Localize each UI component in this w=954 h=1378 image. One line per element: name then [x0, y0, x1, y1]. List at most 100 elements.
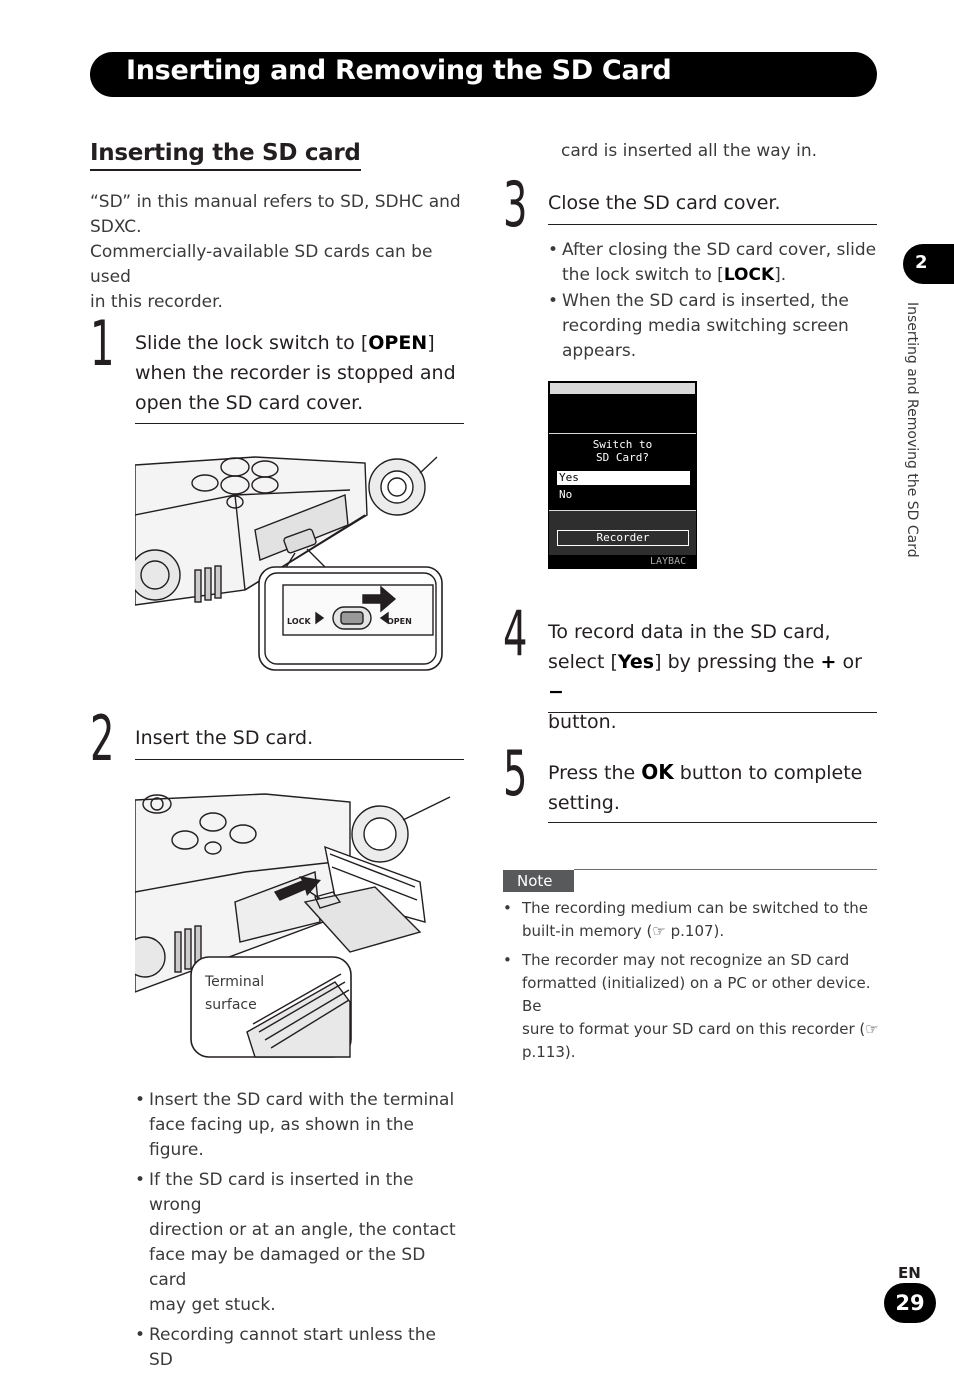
note-rule — [574, 869, 877, 870]
intro-line: Commercially-available SD cards can be u… — [90, 242, 433, 287]
plus-button-label: + — [820, 651, 837, 673]
bullet: • — [548, 240, 559, 260]
note-line: built-in memory (☞ p.107). — [522, 922, 725, 940]
lcd-option-yes[interactable]: Yes — [557, 471, 690, 485]
lock-key-label: LOCK — [723, 265, 775, 285]
step-number-5: 5 — [503, 737, 528, 810]
ok-button-label: OK — [641, 760, 674, 784]
continued-text: card is inserted all the way in. — [561, 141, 818, 161]
step-3-text: Close the SD card cover. — [548, 192, 781, 214]
lcd-recorder-item: Recorder — [557, 530, 689, 546]
bullet-line: After closing the SD card cover, slide — [562, 240, 877, 260]
lock-label: LOCK — [287, 617, 311, 626]
step-4-or: or — [836, 651, 862, 673]
language-code: EN — [898, 1264, 921, 1282]
note-line: p.113). — [522, 1043, 576, 1061]
chapter-number: 2 — [915, 252, 928, 273]
step-4-rule — [548, 712, 877, 713]
step-3-bullets: • After closing the SD card cover, slide… — [548, 238, 878, 369]
chapter-side-title: Inserting and Removing the SD Card — [903, 302, 929, 572]
bullet-line: appears. — [562, 341, 637, 361]
side-title-text: Inserting and Removing the SD Card — [904, 302, 920, 558]
bullet-line: Insert the SD card with the terminal — [149, 1090, 455, 1110]
note-list: • The recording medium can be switched t… — [503, 897, 879, 1070]
step-5-pre: Press the — [548, 762, 642, 784]
lcd-question: Switch to SD Card? — [549, 438, 696, 464]
list-item: • After closing the SD card cover, slide… — [548, 238, 878, 288]
figure-open-cover: LOCK OPEN — [129, 455, 445, 675]
step-5-post: button to complete — [673, 762, 863, 784]
figure-insert-card: Terminal surface — [124, 792, 455, 1062]
bullet: • — [548, 291, 559, 311]
step-4-pre: select [ — [548, 651, 618, 673]
page-title: Inserting and Removing the SD Card — [126, 55, 672, 86]
note-line: formatted (initialized) on a PC or other… — [522, 974, 871, 1015]
step-2-text: Insert the SD card. — [135, 727, 314, 749]
step-4-line1: To record data in the SD card, — [548, 621, 831, 643]
chapter-tab: 2 — [903, 244, 954, 284]
note-line: sure to format your SD card on this reco… — [522, 1020, 879, 1038]
step-1-rule — [135, 423, 464, 424]
step-number-1: 1 — [90, 307, 115, 380]
step-1-text: Slide the lock switch to [OPEN] when the… — [135, 328, 465, 418]
step-2-bullets: • Insert the SD card with the terminal f… — [135, 1088, 465, 1378]
step-4-line3: button. — [548, 711, 617, 733]
lcd-line: SD Card? — [596, 451, 649, 464]
step-1-pre: Slide the lock switch to [ — [135, 332, 369, 354]
lcd-bottom — [549, 511, 696, 555]
bullet-line: face facing up, as shown in the figure. — [149, 1115, 415, 1160]
note-line: The recorder may not recognize an SD car… — [522, 951, 850, 969]
terminal-label-2: surface — [205, 997, 257, 1013]
lcd-layback: LAYBAC — [650, 556, 687, 567]
bullet-line: If the SD card is inserted in the wrong — [149, 1170, 414, 1215]
bullet-line: When the SD card is inserted, the — [562, 291, 849, 311]
list-item: • When the SD card is inserted, the reco… — [548, 289, 878, 364]
list-item: • Insert the SD card with the terminal f… — [135, 1088, 465, 1163]
bullet-line: ]. — [774, 265, 787, 285]
bullet-line: Recording cannot start unless the SD — [149, 1325, 436, 1370]
step-number-2: 2 — [90, 702, 115, 775]
open-label: OPEN — [387, 617, 412, 626]
bullet: • — [135, 1090, 146, 1110]
list-item: • The recording medium can be switched t… — [503, 897, 879, 943]
bullet: • — [135, 1170, 146, 1190]
step-5-line2: setting. — [548, 792, 620, 814]
yes-key-label: Yes — [617, 651, 655, 673]
bullet-line: direction or at an angle, the contact — [149, 1220, 456, 1240]
list-item: • The recorder may not recognize an SD c… — [503, 949, 879, 1064]
open-key-label: OPEN — [368, 332, 428, 354]
note-line: The recording medium can be switched to … — [522, 899, 869, 917]
step-1-post: ] — [427, 332, 435, 354]
page-number: 29 — [884, 1283, 936, 1323]
recorder-illustration-2: Terminal surface — [124, 793, 451, 1058]
step-4-mid: ] by pressing the — [654, 651, 821, 673]
step-1-line2: when the recorder is stopped and — [135, 362, 456, 384]
step-5-text: Press the OK button to complete setting. — [548, 757, 878, 818]
step-number-3: 3 — [503, 168, 528, 241]
intro-line: in this recorder. — [90, 292, 223, 312]
lcd-dialog: Switch to SD Card? Yes No — [549, 433, 696, 511]
step-2-rule — [135, 759, 464, 760]
note-label-text: Note — [517, 872, 553, 890]
step-4-text: To record data in the SD card, select [Y… — [548, 617, 878, 737]
section-title: Inserting the SD card — [90, 140, 361, 171]
bullet-line: face may be damaged or the SD card — [149, 1245, 426, 1290]
lcd-option-no[interactable]: No — [559, 488, 573, 501]
step-5-rule — [548, 822, 877, 823]
bullet-line: may get stuck. — [149, 1295, 276, 1315]
bullet: • — [503, 951, 512, 969]
intro-line: SDXC. — [90, 217, 142, 237]
terminal-label-1: Terminal — [204, 974, 264, 990]
step-1-line3: open the SD card cover. — [135, 392, 364, 414]
lcd-status-bar — [550, 383, 695, 394]
bullet-line: recording media switching screen — [562, 316, 849, 336]
header-banner: Inserting and Removing the SD Card — [90, 52, 877, 97]
minus-button-label: − — [548, 681, 564, 703]
intro-line: “SD” in this manual refers to SD, SDHC a… — [90, 192, 461, 212]
bullet: • — [503, 899, 512, 917]
list-item: • Recording cannot start unless the SD — [135, 1323, 465, 1373]
step-3-rule — [548, 224, 877, 225]
lcd-screen: Switch to SD Card? Yes No Recorder LAYBA… — [548, 381, 697, 569]
bullet-line: the lock switch to [ — [562, 265, 724, 285]
step-number-4: 4 — [503, 597, 528, 670]
